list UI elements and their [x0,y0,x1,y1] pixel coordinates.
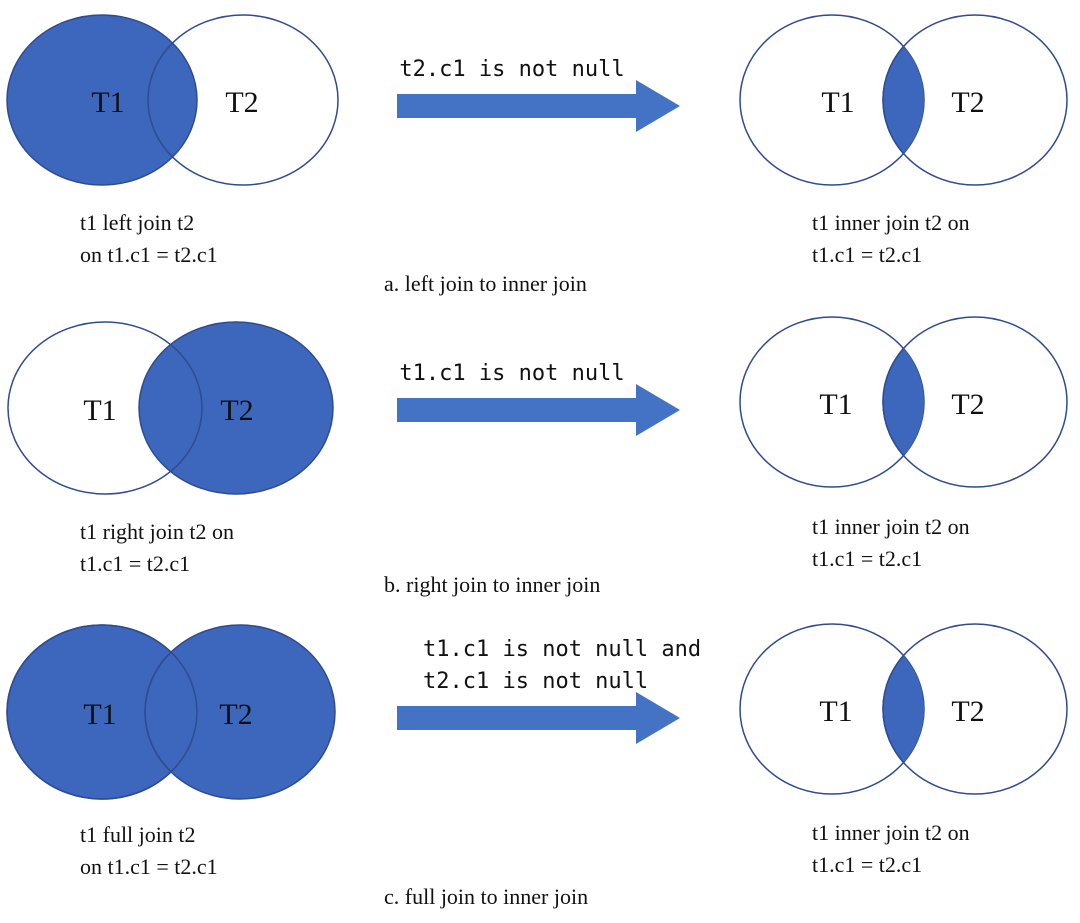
arrow-condition-line-1: t1.c1 is not null and [423,637,701,662]
arrow-icon [397,384,680,436]
set-t1-circle [7,321,203,495]
row-title: a. left join to inner join [384,271,587,296]
row-c: T1 T2 t1.c1 is not null and t2.c1 is not… [6,623,1068,909]
row-title: c. full join to inner join [384,884,588,909]
left-caption-line-1: t1 right join t2 on [80,519,234,544]
arrow-condition-line-1: t2.c1 is not null [399,57,624,82]
set-t2-circle [147,14,339,186]
set-t1-circle [6,14,198,186]
left-caption-line-2: on t1.c1 = t2.c1 [80,242,218,267]
left-caption-line-1: t1 full join t2 [80,822,196,847]
set-t1-label: T1 [821,86,854,119]
intersection-highlight [882,317,924,487]
set-t2-label: T2 [219,698,252,731]
left-caption-line-2: on t1.c1 = t2.c1 [80,854,218,879]
set-t2-label: T2 [951,388,984,421]
venn-right-join: T1 T2 [7,321,334,495]
set-t2-label: T2 [220,394,253,427]
row-b: T1 T2 t1.c1 is not null T1 T2 t1 right j… [7,316,1068,597]
left-caption-line-2: t1.c1 = t2.c1 [80,551,190,576]
arrow-condition-line-2: t2.c1 is not null [423,669,648,694]
venn-left-join: T1 T2 [6,14,339,186]
right-caption-line-1: t1 inner join t2 on [812,820,970,845]
venn-inner-join: T1 T2 [739,623,1068,795]
set-t2-label: T2 [951,86,984,119]
intersection-highlight [882,624,924,794]
set-t2-circle [138,321,334,495]
set-t1-label: T1 [83,394,116,427]
intersection-outline [144,625,197,799]
venn-full-join: T1 T2 [6,624,336,800]
row-title: b. right join to inner join [384,572,600,597]
set-t1-label: T1 [83,698,116,731]
row-a: T1 T2 t2.c1 is not null T1 T2 t1 left jo… [6,14,1068,296]
venn-inner-join: T1 T2 [739,316,1068,488]
set-t2-label: T2 [225,86,258,119]
set-t1-label: T1 [91,86,124,119]
right-caption-line-1: t1 inner join t2 on [812,514,970,539]
intersection-outline-inner [6,624,198,800]
intersection-highlight [882,15,924,185]
right-caption-line-2: t1.c1 = t2.c1 [812,852,922,877]
left-caption-line-1: t1 left join t2 [80,210,194,235]
right-caption-line-2: t1.c1 = t2.c1 [812,546,922,571]
arrow-icon [397,692,680,744]
arrow-icon [397,80,680,132]
arrow-condition-line-1: t1.c1 is not null [399,361,624,386]
set-t1-label: T1 [819,695,852,728]
venn-inner-join: T1 T2 [739,14,1068,186]
right-caption-line-2: t1.c1 = t2.c1 [812,242,922,267]
set-t1-label: T1 [819,388,852,421]
right-caption-line-1: t1 inner join t2 on [812,210,970,235]
set-t2-label: T2 [951,695,984,728]
